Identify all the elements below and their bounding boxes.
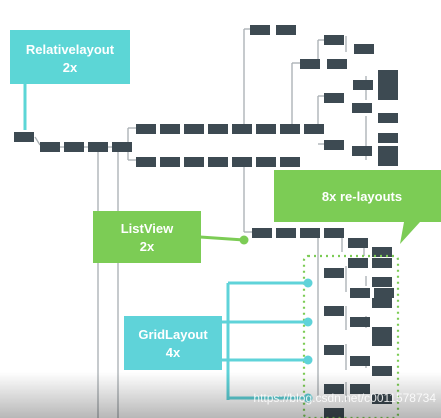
view-node [250, 25, 270, 35]
grid-layout-name: GridLayout [138, 327, 208, 342]
view-node [378, 70, 398, 80]
view-node [232, 124, 252, 134]
grid-layout-callout: GridLayout 4x [124, 316, 222, 370]
view-node [136, 124, 156, 134]
view-node [160, 157, 180, 167]
view-node [208, 124, 228, 134]
view-node [350, 356, 370, 366]
view-node [372, 277, 392, 287]
view-node [324, 228, 344, 238]
view-node [324, 268, 344, 278]
view-node [372, 336, 392, 346]
callout-pointer-dot [239, 235, 249, 245]
view-node [352, 103, 372, 113]
view-node [208, 157, 228, 167]
relayout-highlight-box [302, 254, 400, 418]
list-view-name: ListView [121, 221, 174, 236]
relative-layout-label-box [10, 30, 130, 84]
view-node [372, 247, 392, 257]
relayouts-speech-box [274, 170, 441, 244]
view-node [232, 157, 252, 167]
view-node [378, 146, 398, 156]
callout-pointer-dot [303, 278, 313, 288]
view-node [300, 59, 320, 69]
view-node [327, 59, 347, 69]
view-node [256, 124, 276, 134]
view-node [372, 366, 392, 376]
view-node [354, 44, 374, 54]
view-node [300, 228, 320, 238]
view-node [280, 157, 300, 167]
view-node [372, 298, 392, 308]
view-node [280, 124, 300, 134]
view-node [64, 142, 84, 152]
view-node [352, 146, 372, 156]
view-node [276, 25, 296, 35]
view-node [304, 124, 324, 134]
view-node [160, 124, 180, 134]
view-node [350, 288, 370, 298]
grid-layout-label-box [124, 316, 222, 370]
view-node [14, 132, 34, 142]
view-node [353, 80, 373, 90]
view-node [372, 327, 392, 337]
view-node [88, 142, 108, 152]
tree-connectors [34, 28, 367, 418]
callout-pointer-dot [303, 317, 313, 327]
view-node [252, 228, 272, 238]
view-node [112, 142, 132, 152]
view-node [378, 113, 398, 123]
view-node [372, 258, 392, 268]
list-view-label-box [93, 211, 201, 263]
watermark-url: https://blog.csdn.net/c0011578734 [253, 391, 436, 405]
view-node [378, 90, 398, 100]
view-node [324, 35, 344, 45]
relayouts-label: 8x re-layouts [322, 189, 402, 204]
view-node [324, 306, 344, 316]
view-node [256, 157, 276, 167]
list-view-factor: 2x [140, 239, 155, 254]
relayouts-callout: 8x re-layouts [274, 170, 441, 244]
view-node [350, 317, 370, 327]
view-node [374, 288, 394, 298]
relative-layout-factor: 2x [63, 60, 78, 75]
view-node [348, 258, 368, 268]
view-node [324, 140, 344, 150]
relative-layout-name: Relativelayout [26, 42, 115, 57]
view-node [348, 238, 368, 248]
view-node [324, 93, 344, 103]
grid-layout-factor: 4x [166, 345, 181, 360]
view-node [136, 157, 156, 167]
bottom-shade [0, 372, 441, 418]
view-node [184, 124, 204, 134]
view-node [378, 156, 398, 166]
view-node [40, 142, 60, 152]
callout-pointer-dot [303, 355, 313, 365]
view-node [184, 157, 204, 167]
callout-pointer-line [199, 235, 245, 242]
list-view-callout: ListView 2x [93, 211, 249, 263]
view-node [378, 80, 398, 90]
view-node [378, 133, 398, 143]
view-node [276, 228, 296, 238]
connector-line [34, 136, 41, 146]
view-node [324, 345, 344, 355]
relative-layout-callout: Relativelayout 2x [10, 30, 130, 130]
